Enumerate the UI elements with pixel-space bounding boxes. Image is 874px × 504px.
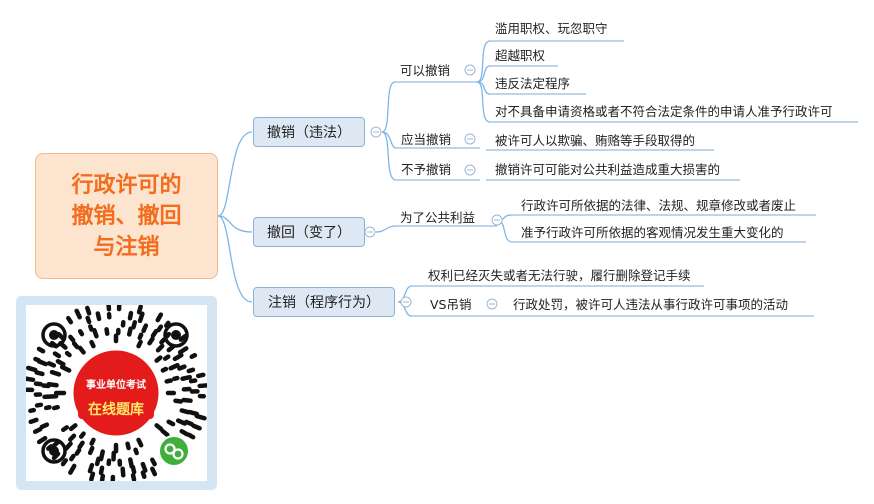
qr-text-line-2: 在线题库 [88,402,144,418]
group-no-revoke[interactable]: 不予撤销 [401,162,452,177]
public-item-2[interactable]: 准予行政许可所依据的客观情况发生重大变化的 [521,225,784,240]
group-can-revoke[interactable]: 可以撤销 [400,63,451,78]
branch-revoke-label: 撤销（违法） [267,125,351,141]
group-vs-revocation[interactable]: VS吊销 [430,297,472,312]
qr-code-area: 事业单位考试 在线题库 [26,305,207,481]
root-line-1: 行政许可的 [71,172,182,198]
qr-code-card: 事业单位考试 在线题库 [16,296,217,490]
group-should-revoke[interactable]: 应当撤销 [401,132,452,147]
qr-text-line-1: 事业单位考试 [86,380,146,391]
should-item-1[interactable]: 被许可人以欺骗、贿赂等手段取得的 [495,133,696,148]
can-item-4[interactable]: 对不具备申请资格或者不符合法定条件的申请人准予行政许可 [495,104,833,119]
branch-revoke[interactable]: 撤销（违法） [253,117,365,147]
group-public-interest[interactable]: 为了公共利益 [400,210,476,225]
cancel-item-1[interactable]: 权利已经灭失或者无法行驶，履行删除登记手续 [428,268,691,283]
qr-code-icon [26,305,207,481]
not-item-1[interactable]: 撤销许可可能对公共利益造成重大损害的 [495,162,721,177]
can-item-3[interactable]: 违反法定程序 [495,76,571,91]
public-item-1[interactable]: 行政许可所依据的法律、法规、规章修改或者废止 [521,198,797,213]
root-topic[interactable]: 行政许可的 撤销、撤回 与注销 [35,153,218,279]
branch-withdraw[interactable]: 撤回（变了） [253,217,365,247]
can-item-2[interactable]: 超越职权 [495,48,546,63]
branch-withdraw-label: 撤回（变了） [267,225,351,241]
branch-cancel-label: 注销（程序行为） [268,295,380,311]
can-item-1[interactable]: 滥用职权、玩忽职守 [495,21,608,36]
branch-cancel[interactable]: 注销（程序行为） [253,287,395,317]
root-line-2: 撤销、撤回 [71,203,182,229]
root-line-3: 与注销 [93,234,160,260]
vs-item-1[interactable]: 行政处罚，被许可人违法从事行政许可事项的活动 [513,297,789,312]
